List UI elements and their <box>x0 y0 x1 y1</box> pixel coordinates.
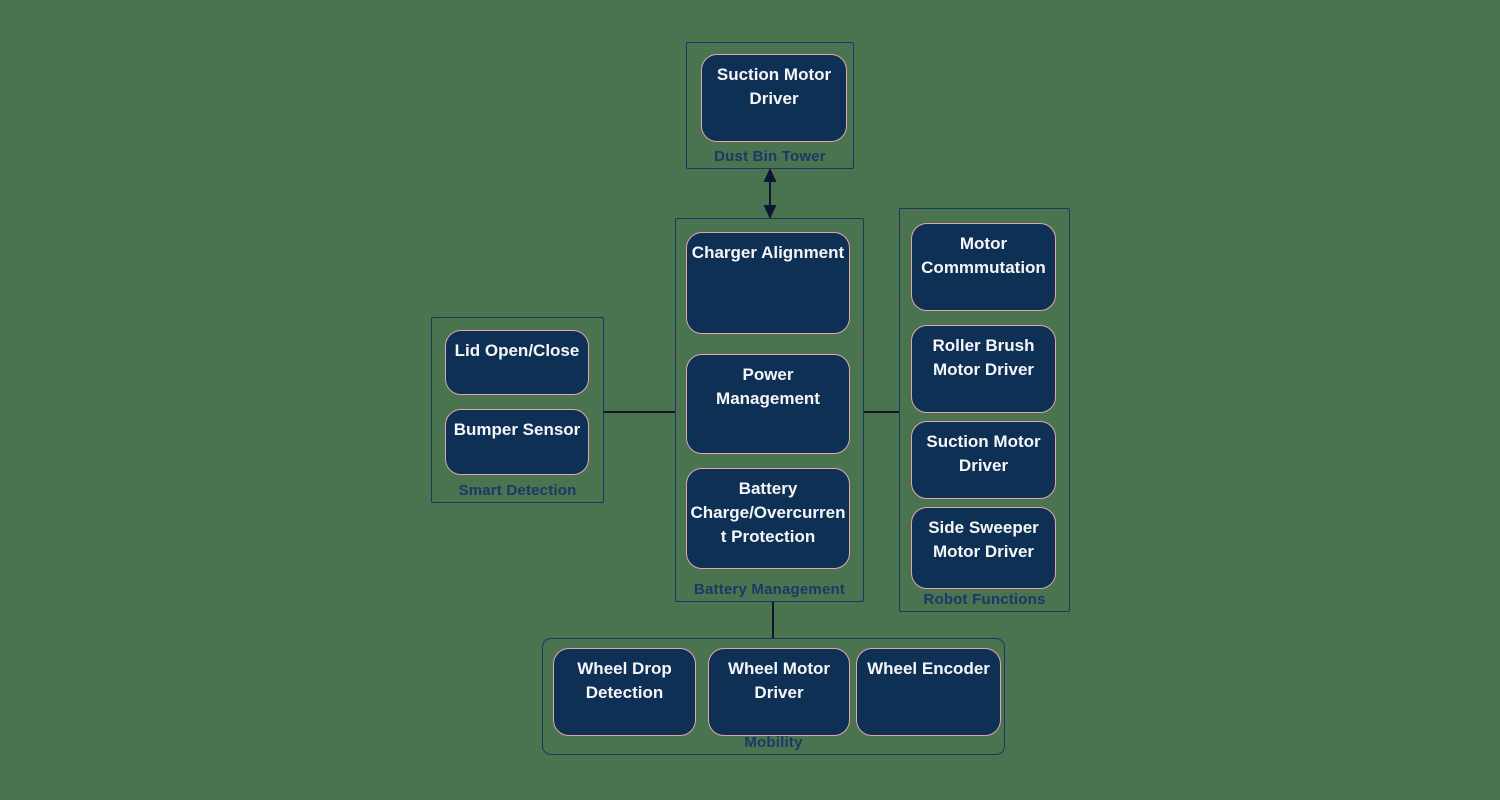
group-battery-management: Charger Alignment Power Management Batte… <box>675 218 864 602</box>
group-label-mobility: Mobility <box>744 734 803 751</box>
node-lid-open-close: Lid Open/Close <box>445 330 589 395</box>
node-motor-commmutation: Motor Commmutation <box>911 223 1056 311</box>
node-suction-motor-driver-robot: Suction Motor Driver <box>911 421 1056 499</box>
node-wheel-drop-detection: Wheel Drop Detection <box>553 648 696 736</box>
group-smart-detection: Lid Open/Close Bumper Sensor Smart Detec… <box>431 317 604 503</box>
group-label-dust-bin-tower: Dust Bin Tower <box>714 148 826 165</box>
group-label-robot-functions: Robot Functions <box>923 591 1046 608</box>
group-label-smart-detection: Smart Detection <box>458 482 577 499</box>
node-wheel-motor-driver: Wheel Motor Driver <box>708 648 850 736</box>
node-wheel-encoder: Wheel Encoder <box>856 648 1001 736</box>
node-suction-motor-driver-dustbin: Suction Motor Driver <box>701 54 847 142</box>
group-dust-bin-tower: Suction Motor Driver Dust Bin Tower <box>686 42 854 169</box>
group-robot-functions: Motor Commmutation Roller Brush Motor Dr… <box>899 208 1070 612</box>
group-label-battery-management: Battery Management <box>693 581 846 598</box>
node-side-sweeper-motor-driver: Side Sweeper Motor Driver <box>911 507 1056 589</box>
node-power-management: Power Management <box>686 354 850 454</box>
node-battery-charge-overcurrent-protection: Battery Charge/Overcurrent Protection <box>686 468 850 569</box>
node-charger-alignment: Charger Alignment <box>686 232 850 334</box>
edge-dustbin-battery-double-arrow <box>763 168 777 219</box>
node-bumper-sensor: Bumper Sensor <box>445 409 589 475</box>
node-roller-brush-motor-driver: Roller Brush Motor Driver <box>911 325 1056 413</box>
group-mobility: Wheel Drop Detection Wheel Motor Driver … <box>542 638 1005 755</box>
